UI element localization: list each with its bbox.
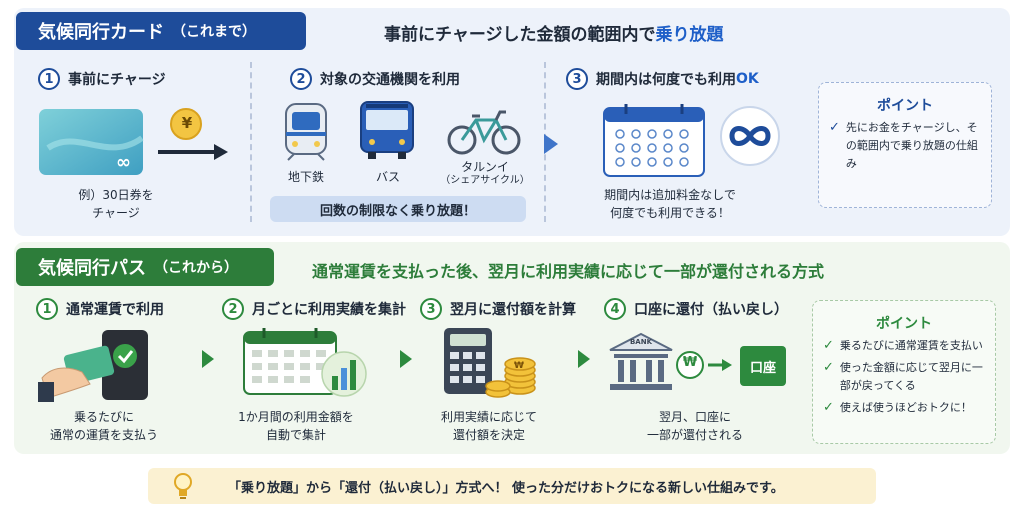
bank-label: BANK	[629, 338, 653, 346]
point-item-text: 先にお金をチャージし、その範囲内で乗り放題の仕組み	[845, 121, 978, 170]
bank-icon	[609, 332, 673, 390]
caption-line-1: 翌月、口座に	[658, 410, 731, 424]
bottom-note: 「乗り放題」から「還付（払い戻し）」方式へ！ 使った分だけおトクになる新しい仕組…	[148, 468, 876, 504]
check-icon: ✓	[823, 400, 834, 415]
card-caption-line-1: 例）30日券を	[78, 188, 154, 202]
card-caption: 例）30日券を チャージ	[56, 186, 176, 222]
pass-step-4: 4 口座に還付（払い戻し）	[604, 298, 788, 320]
point-title: ポイント	[876, 316, 932, 332]
bicycle-icon	[447, 110, 521, 155]
bottom-note-text: 「乗り放題」から「還付（払い戻し）」方式へ！ 使った分だけおトクになる新しい仕組…	[228, 480, 784, 496]
card-section-headline: 事前にチャージした金額の範囲内で乗り放題	[384, 20, 724, 45]
caption-line-2: 通常の運賃を支払う	[49, 428, 158, 442]
calendar-caption: 期間内は追加料金なしで 何度でも利用できる！	[590, 186, 750, 222]
calendar-caption-line-1: 期間内は追加料金なしで	[604, 188, 736, 202]
step-label: 事前にチャージ	[68, 72, 166, 88]
monthly-calendar-icon	[243, 328, 367, 397]
card-section-title: 気候同行カード	[38, 22, 164, 43]
step-number: 2	[222, 298, 244, 320]
card-step-1: 1 事前にチャージ	[38, 68, 166, 90]
point-item-text: 使えば使うほどおトクに！	[839, 401, 972, 414]
subway-label: 地下鉄	[287, 170, 324, 184]
point-item-text: 使った金額に応じて翌月に一部が戻ってくる	[839, 361, 983, 392]
card-step-2: 2 対象の交通機関を利用	[290, 68, 460, 90]
pass-step-1-caption: 乗るたびに 通常の運賃を支払う	[34, 408, 174, 444]
caption-line-1: 利用実績に応じて	[440, 410, 537, 424]
bicycle-label-main: タルンイ	[461, 160, 509, 174]
pass-section-headline: 通常運賃を支払った後、翌月に利用実績に応じて一部が還付される方式	[312, 262, 825, 281]
caption-line-1: 乗るたびに	[73, 410, 134, 424]
step-label: 月ごとに利用実績を集計	[252, 302, 406, 318]
infinity-icon	[720, 106, 780, 166]
pass-section-tag: 気候同行パス （これから）	[16, 248, 274, 286]
bus-label: バス	[375, 170, 400, 184]
caption-line-2: 自動で集計	[265, 428, 326, 442]
pass-step-1: 1 通常運賃で利用	[36, 298, 164, 320]
flow-arrow-icon	[578, 350, 590, 368]
bicycle-label: タルンイ （シェアサイクル）	[440, 160, 530, 188]
pass-step-3: 3 翌月に還付額を計算	[420, 298, 576, 320]
calculator-coins-icon: ₩	[444, 328, 536, 398]
caption-line-2: 還付額を決定	[452, 428, 525, 442]
pass-step-4-caption: 翌月、口座に 一部が還付される	[620, 408, 770, 444]
pass-step-3-caption: 利用実績に応じて 還付額を決定	[424, 408, 554, 444]
check-icon: ✓	[823, 360, 834, 375]
caption-line-2: 一部が還付される	[646, 428, 743, 442]
pass-section-subtitle: （これから）	[154, 260, 238, 276]
point-item: ✓ 乗るたびに通常運賃を支払い	[823, 337, 987, 355]
check-icon: ✓	[823, 338, 834, 353]
calendar-caption-line-2: 何度でも利用できる！	[610, 206, 730, 220]
point-item: ✓ 先にお金をチャージし、その範囲内で乗り放題の仕組み	[829, 119, 983, 173]
step-number: 3	[420, 298, 442, 320]
step-label: 期間内は何度でも利用	[596, 72, 736, 88]
svg-text:∞: ∞	[116, 152, 131, 173]
check-icon: ✓	[829, 120, 840, 135]
card-caption-line-2: チャージ	[92, 206, 140, 220]
subway-icon	[285, 103, 327, 161]
point-item-text: 乗るたびに通常運賃を支払い	[839, 339, 983, 352]
account-book-icon: 口座	[740, 346, 786, 386]
card-point-box: ポイント ✓ 先にお金をチャージし、その範囲内で乗り放題の仕組み	[818, 82, 992, 208]
step-number: 3	[566, 68, 588, 90]
step-label: 通常運賃で利用	[66, 302, 164, 318]
pass-point-box: ポイント ✓ 乗るたびに通常運賃を支払い ✓ 使った金額に応じて翌月に一部が戻っ…	[812, 300, 996, 444]
headline-highlight: 乗り放題	[655, 25, 724, 45]
card-tap-icon	[38, 330, 148, 402]
card-section-tag: 気候同行カード （これまで）	[16, 12, 306, 50]
unlimited-rides-pill: 回数の制限なく乗り放題！	[270, 196, 526, 222]
flow-arrow-icon	[544, 134, 558, 154]
bus-icon	[360, 101, 414, 159]
won-transfer-icon	[676, 351, 732, 379]
coin-arrow-icon	[158, 108, 228, 160]
point-item: ✓ 使った金額に応じて翌月に一部が戻ってくる	[823, 359, 987, 395]
step-number: 2	[290, 68, 312, 90]
pass-section-title: 気候同行パス	[38, 258, 146, 279]
step-label: 対象の交通機関を利用	[320, 72, 460, 88]
point-title: ポイント	[877, 98, 933, 114]
step-label-highlight: OK	[736, 71, 759, 87]
step-number: 1	[36, 298, 58, 320]
step-label: 翌月に還付額を計算	[450, 302, 576, 318]
won-symbol: ₩	[682, 355, 698, 370]
pass-step-2: 2 月ごとに利用実績を集計	[222, 298, 406, 320]
step-number: 4	[604, 298, 626, 320]
bicycle-label-sub: （シェアサイクル）	[440, 175, 530, 186]
card-section-subtitle: （これまで）	[172, 24, 256, 40]
calendar-icon	[603, 104, 705, 177]
point-item: ✓ 使えば使うほどおトクに！	[823, 399, 987, 417]
ic-card-icon: ∞	[39, 109, 144, 175]
flow-arrow-icon	[400, 350, 412, 368]
step-label: 口座に還付（払い戻し）	[634, 302, 788, 318]
headline-text: 事前にチャージした金額の範囲内で	[384, 25, 656, 45]
flow-arrow-icon	[202, 350, 214, 368]
svg-text:₩: ₩	[514, 361, 524, 371]
caption-line-1: 1か月間の利用金額を	[238, 410, 354, 424]
yen-symbol: ¥	[181, 114, 193, 132]
step-number: 1	[38, 68, 60, 90]
divider	[250, 62, 252, 222]
pass-step-2-caption: 1か月間の利用金額を 自動で集計	[226, 408, 366, 444]
lightbulb-icon	[174, 473, 192, 499]
